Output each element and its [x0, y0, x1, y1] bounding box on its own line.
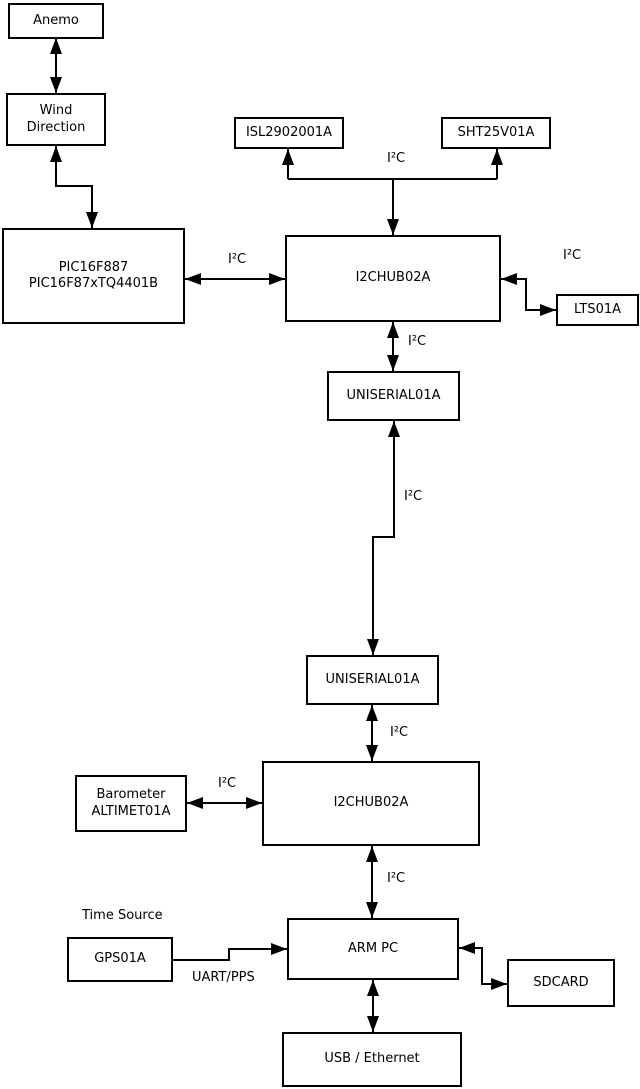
- edge-label-i2c-hub-lts: I²C: [563, 248, 582, 263]
- node-sht-sensor: SHT25V01A: [441, 117, 551, 149]
- edge-wind-pic: [50, 146, 98, 228]
- node-i2chub-top: I2CHUB02A: [285, 235, 501, 322]
- node-sdcard: SDCARD: [507, 959, 615, 1007]
- edge-label-time-source: Time Source: [82, 908, 163, 923]
- node-lts-sensor: LTS01A: [556, 294, 639, 326]
- edge-label-i2c-pic-hub: I²C: [228, 252, 247, 267]
- edge-uniserial-top-uniserial-bottom: [367, 421, 400, 655]
- edge-label-i2c-hub-uniserial: I²C: [408, 334, 427, 349]
- edge-label-i2c-top-bus: I²C: [387, 151, 406, 166]
- edge-label-i2c-barometer-hub: I²C: [218, 776, 237, 791]
- node-usb-ethernet: USB / Ethernet: [282, 1032, 462, 1087]
- node-pic-controller: PIC16F887 PIC16F87xTQ4401B: [2, 228, 185, 324]
- node-barometer: Barometer ALTIMET01A: [75, 775, 187, 832]
- edge-label-i2c-hub2-armpc: I²C: [387, 871, 406, 886]
- node-i2chub-bottom: I2CHUB02A: [262, 761, 480, 846]
- node-arm-pc: ARM PC: [287, 918, 459, 980]
- edge-gps-armpc: [173, 943, 287, 961]
- edge-label-uart-pps: UART/PPS: [192, 970, 255, 985]
- node-anemo: Anemo: [8, 3, 104, 39]
- node-wind-direction: Wind Direction: [6, 93, 106, 146]
- node-gps: GPS01A: [67, 937, 173, 982]
- node-uniserial-top: UNISERIAL01A: [327, 371, 460, 421]
- edge-label-i2c-backbone: I²C: [404, 489, 423, 504]
- edge-label-i2c-uniserial-hub2: I²C: [390, 725, 409, 740]
- edge-armpc-sdcard: [459, 942, 507, 990]
- node-uniserial-bottom: UNISERIAL01A: [306, 655, 439, 705]
- node-isl-sensor: ISL2902001A: [234, 117, 344, 149]
- edge-i2chub-top-lts: [501, 273, 556, 316]
